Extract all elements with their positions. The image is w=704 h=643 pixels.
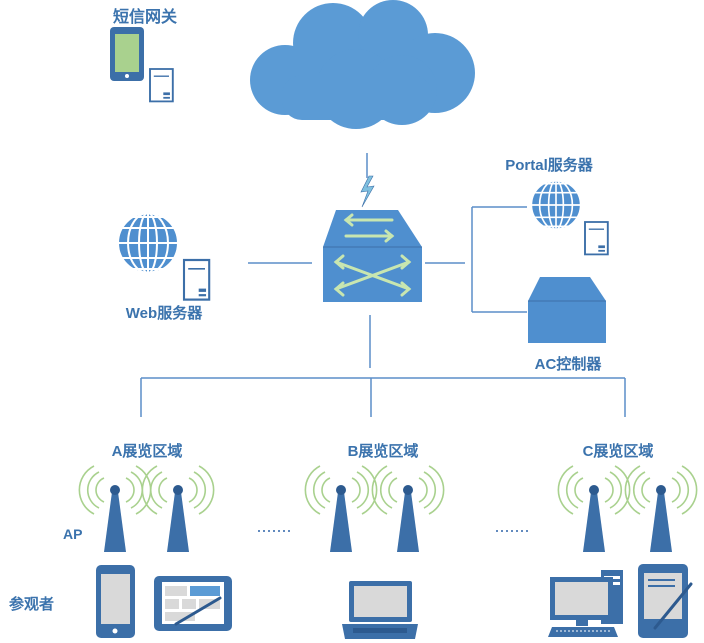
desktop-icon xyxy=(548,570,623,637)
web-server-label: Web服务器 xyxy=(126,304,203,322)
zone-a-label: A展览区域 xyxy=(112,442,183,460)
tablet-icon xyxy=(154,576,232,631)
zone-c-label: C展览区域 xyxy=(583,442,654,460)
phone-icon xyxy=(96,565,135,638)
lightning-icon xyxy=(360,175,375,208)
cloud-icon xyxy=(250,0,475,129)
web-server-globe-icon xyxy=(117,212,179,274)
ac-controller-icon xyxy=(528,277,606,343)
pda-icon xyxy=(638,564,693,638)
visitors-label: 参观者 xyxy=(9,595,54,613)
core-switch-icon xyxy=(323,210,422,302)
access-point-icon xyxy=(557,465,631,553)
sms-gateway-server-icon xyxy=(149,68,174,103)
portal-server-label: Portal服务器 xyxy=(505,156,594,174)
ac-controller-label: AC控制器 xyxy=(535,355,603,373)
web-server-tower-icon xyxy=(182,258,211,301)
access-point-icon xyxy=(141,465,215,553)
connector-lines xyxy=(140,153,626,417)
access-point-icon xyxy=(371,465,445,553)
access-point-icon xyxy=(304,465,378,553)
portal-server-tower-icon xyxy=(584,221,609,256)
laptop-icon xyxy=(342,581,418,639)
zone-b-label: B展览区域 xyxy=(348,442,419,460)
access-point-icon xyxy=(624,465,698,553)
portal-server-globe-icon xyxy=(530,179,582,231)
access-point-icon xyxy=(78,465,152,553)
sms-gateway-phone-icon xyxy=(110,27,144,81)
ap-label: AP xyxy=(63,526,82,542)
sms-gateway-label: 短信网关 xyxy=(113,7,177,26)
